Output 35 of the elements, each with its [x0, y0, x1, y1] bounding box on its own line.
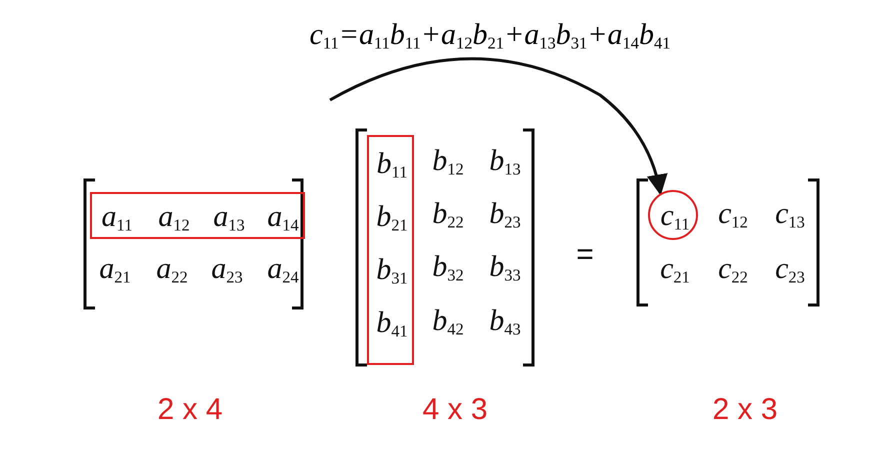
- matrix-entry: a$_{22}$: [156, 254, 188, 286]
- matrix-entry: a$_{11}$: [102, 202, 132, 234]
- matrix-entry: a$_{13}$: [213, 202, 245, 234]
- highlight-box: [90, 192, 305, 239]
- equals-sign: =: [576, 240, 594, 270]
- dimension-label: 2 x 4: [157, 395, 223, 425]
- matrix-entry: c$_{21}$: [660, 254, 690, 286]
- highlight-circle: [648, 190, 698, 240]
- matrix-entry: a$_{23}$: [211, 254, 243, 286]
- matrix-entry: b$_{11}$: [376, 149, 408, 181]
- dimension-label: 4 x 3: [422, 395, 488, 425]
- matrix-entry: b$_{43}$: [489, 306, 521, 338]
- matrix-entry: b$_{22}$: [432, 199, 464, 231]
- matrix-entry: b$_{42}$: [432, 306, 464, 338]
- matrix-entry: a$_{12}$: [158, 202, 190, 234]
- matrix-entry: c$_{23}$: [775, 254, 805, 286]
- dimension-label: 2 x 3: [712, 395, 778, 425]
- formula: c$_{11}$=a$_{11}$b$_{11}$+a$_{12}$b$_{21}$+a$_{13}$b$_{31}$+a$_{14}$b$_{41}$: [310, 20, 670, 52]
- highlight-box: [367, 135, 414, 365]
- curved-arrow: [329, 57, 668, 196]
- matrix-entry: b$_{21}$: [376, 202, 408, 234]
- matrix-entry: a$_{14}$: [267, 202, 299, 234]
- matrix-entry: b$_{33}$: [489, 252, 521, 284]
- matrix-entry: b$_{32}$: [432, 252, 464, 284]
- matrix-entry: c$_{13}$: [775, 199, 805, 231]
- matrix-entry: b$_{13}$: [489, 146, 521, 178]
- matrix-entry: b$_{23}$: [489, 199, 521, 231]
- matrix-entry: c$_{12}$: [718, 199, 748, 231]
- matrix-entry: b$_{31}$: [376, 255, 408, 287]
- matrix-entry: b$_{12}$: [432, 146, 464, 178]
- matrix-entry: c$_{11}$: [660, 201, 690, 233]
- matrix-entry: a$_{21}$: [99, 254, 131, 286]
- matrix-entry: b$_{41}$: [376, 308, 408, 340]
- matrix-entry: a$_{24}$: [267, 254, 299, 286]
- matrix-entry: c$_{22}$: [718, 254, 748, 286]
